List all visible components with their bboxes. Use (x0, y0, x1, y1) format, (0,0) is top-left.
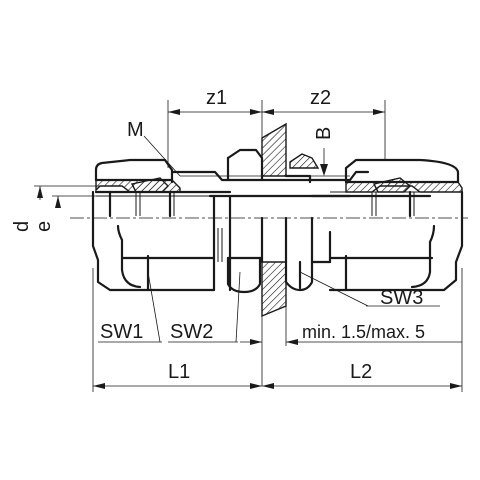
dimension-z1-z2 (167, 100, 386, 168)
label-l2: L2 (350, 361, 372, 383)
label-b: B (313, 127, 335, 140)
left-tube (94, 190, 232, 218)
bulkhead-wall-bottom (261, 261, 287, 318)
leader-sw2 (235, 271, 241, 343)
label-z1: z1 (206, 87, 227, 109)
label-l1: L1 (168, 361, 190, 383)
dimension-l1-l2 (92, 268, 463, 392)
right-tube (310, 190, 432, 264)
label-m: M (127, 119, 144, 141)
left-ferrule-section (130, 177, 169, 193)
leader-m (143, 135, 181, 177)
arrow-b (320, 164, 328, 176)
label-z2: z2 (310, 87, 331, 109)
label-sw2: SW2 (170, 321, 213, 343)
label-d: d (11, 221, 33, 232)
leader-sw3 (299, 271, 369, 307)
label-min-max: min. 1.5/max. 5 (302, 322, 425, 342)
leader-sw1 (147, 271, 161, 343)
body-hex-sw2 (226, 148, 264, 294)
bulkhead-wall-top (261, 122, 287, 177)
dimension-wall-thickness (240, 306, 462, 386)
right-ferrule-section (372, 177, 412, 193)
label-sw1: SW1 (100, 321, 143, 343)
label-e: e (33, 221, 55, 232)
label-sw3: SW3 (380, 287, 423, 309)
locknut-sw3 (284, 153, 320, 292)
dimension-d-e (34, 185, 100, 208)
